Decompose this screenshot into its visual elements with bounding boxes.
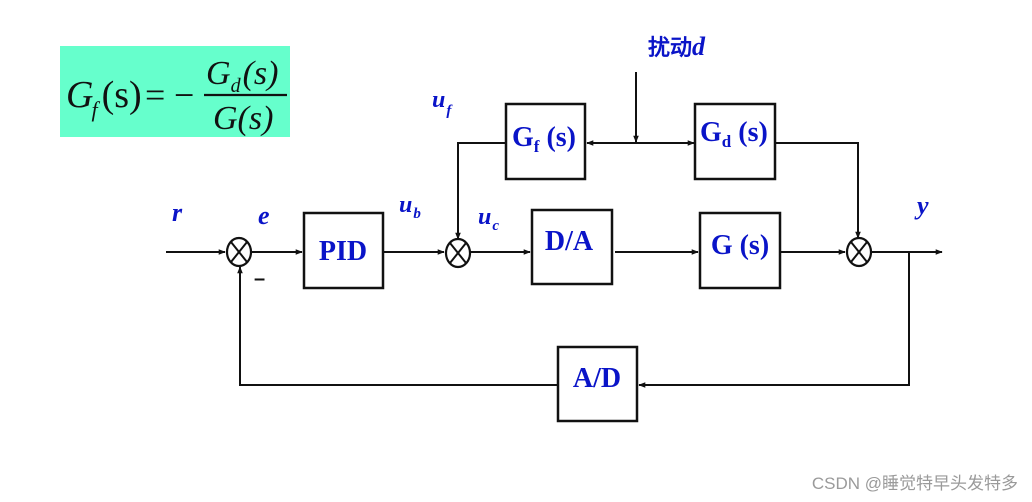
gd-block — [693, 102, 777, 181]
watermark: CSDN @睡觉特早头发特多 — [811, 474, 1018, 493]
da-block-label: D/A — [545, 226, 594, 257]
formula-num-main: G — [206, 55, 231, 92]
gf-block-label: Gf (s) — [512, 122, 576, 156]
gd-block-label: Gd (s) — [700, 117, 768, 151]
uc-sub: c — [492, 218, 499, 234]
plant-block-label: G (s) — [711, 230, 769, 261]
gd-arg: (s) — [731, 117, 768, 148]
formula-denominator: G(s) — [213, 100, 273, 137]
gf-main: G — [512, 122, 534, 153]
uc-main: u — [478, 204, 491, 230]
r-label: r — [172, 198, 183, 227]
feedback-to-ad — [638, 252, 910, 388]
pid-block-label: PID — [319, 236, 367, 267]
formula-lhs-arg: (s) — [102, 74, 142, 116]
uc-label: uc — [478, 204, 499, 234]
uf-path — [455, 142, 506, 240]
ad-block — [556, 345, 639, 423]
uf-sub: f — [446, 103, 453, 119]
svg-text:Gf(s): Gf(s) — [66, 74, 142, 122]
summing-junction-output — [845, 236, 873, 268]
feedback-to-sum — [237, 266, 558, 386]
disturbance-label-cn: 扰动 — [648, 36, 692, 61]
ub-main: u — [399, 192, 412, 218]
summing-junction-error — [225, 236, 253, 268]
gf-sub: f — [534, 137, 540, 156]
formula-minus: − — [174, 75, 194, 115]
uf-main: u — [432, 87, 445, 113]
disturbance-label-var: d — [692, 32, 706, 61]
gd-main: G — [700, 117, 722, 148]
plant-arg: (s) — [733, 230, 770, 261]
ub-sub: b — [413, 206, 421, 222]
da-block — [530, 208, 614, 286]
pid-block — [302, 211, 385, 290]
feedback-minus-sign: – — [254, 268, 265, 290]
formula-num-arg: (s) — [243, 55, 279, 92]
ad-block-label: A/D — [573, 363, 621, 394]
formula-lhs-main: G — [66, 74, 93, 116]
plant-block — [698, 211, 782, 290]
uf-label: uf — [432, 87, 453, 119]
formula-num-sub: d — [231, 75, 242, 97]
plant-main: G — [711, 230, 733, 261]
ub-label: ub — [399, 192, 421, 222]
svg-text:Gd(s): Gd(s) — [206, 55, 278, 97]
formula-background — [60, 46, 290, 137]
y-label: y — [914, 191, 929, 220]
gf-arg: (s) — [539, 122, 576, 153]
gd-output-path — [775, 142, 861, 239]
gd-sub: d — [722, 132, 732, 151]
summing-junction-control — [444, 237, 472, 269]
formula-lhs-sub: f — [91, 97, 100, 122]
e-label: e — [258, 201, 270, 230]
disturbance-label: 扰动d — [648, 32, 706, 61]
formula-equals: = — [145, 75, 165, 115]
feedforward-formula: Gf(s) = − Gd(s) G(s) — [60, 46, 290, 137]
gf-block — [504, 102, 587, 181]
